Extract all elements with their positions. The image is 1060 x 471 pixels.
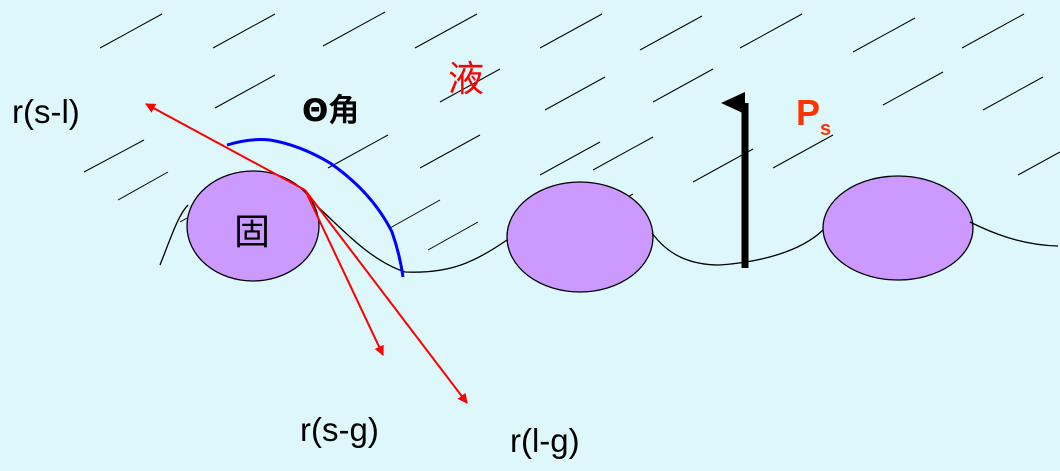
solid-particle-2 bbox=[507, 182, 653, 292]
pressure-label: Ps bbox=[796, 92, 831, 134]
contact-angle-label: Θ角 bbox=[302, 85, 359, 130]
liquid-gas-tension-label: r(l-g) bbox=[510, 422, 580, 460]
pressure-subscript: s bbox=[820, 118, 831, 140]
solid-gas-tension-label: r(s-g) bbox=[300, 411, 379, 449]
liquid-label: 液 bbox=[448, 50, 484, 102]
solid-gas-tension-arrow bbox=[305, 190, 383, 355]
solid-particle-3 bbox=[823, 176, 973, 280]
solid-liquid-tension-label: r(s-l) bbox=[12, 93, 80, 131]
solid-label: 固 bbox=[234, 203, 270, 255]
pressure-symbol: P bbox=[796, 92, 820, 133]
